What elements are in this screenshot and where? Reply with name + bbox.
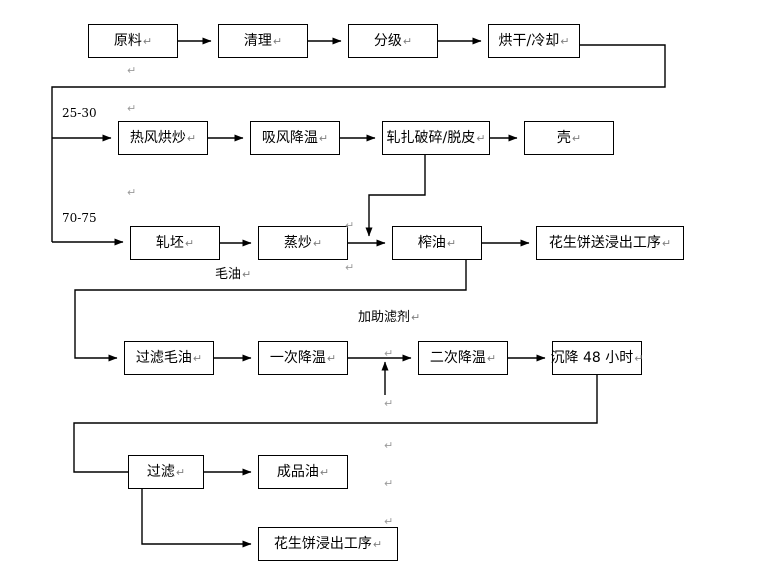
paragraph-mark-icon: ↵ [345, 261, 355, 274]
paragraph-mark-icon: ↵ [446, 236, 457, 250]
paragraph-mark-icon: ↵ [372, 537, 383, 551]
process-box-label: 过滤毛油 [135, 350, 192, 366]
paragraph-mark-icon: ↵ [186, 131, 197, 145]
process-box-press[interactable]: 榨油↵ [392, 226, 482, 260]
annotation-text: 毛油 [215, 267, 242, 282]
paragraph-mark-icon: ↵ [402, 34, 413, 48]
connector-crush-to-press [365, 155, 426, 237]
process-box-label: 花生饼送浸出工序 [548, 235, 661, 251]
process-box-label: 吸风降温 [261, 130, 318, 146]
process-box-label: 一次降温 [269, 350, 326, 366]
process-box-label: 二次降温 [429, 350, 486, 366]
paragraph-mark-icon: ↵ [476, 131, 486, 145]
process-box-label: 花生饼浸出工序 [273, 536, 372, 552]
process-box-aircool[interactable]: 吸风降温↵ [250, 121, 340, 155]
paragraph-mark-icon: ↵ [192, 351, 203, 365]
annotation-text: 25-30 [62, 106, 97, 120]
process-box-label: 蒸炒 [283, 235, 312, 251]
paragraph-mark-icon: ↵ [312, 236, 323, 250]
process-box-label: 轧坯 [155, 235, 184, 251]
paragraph-mark-icon: ↵ [486, 351, 497, 365]
process-box-settle[interactable]: 沉降 48 小时↵ [550, 341, 644, 375]
process-box-label: 榨油 [417, 235, 446, 251]
annotation-temp-25-30: 25-30 [62, 107, 97, 119]
process-box-grade[interactable]: 分级↵ [348, 24, 438, 58]
process-box-cool2[interactable]: 二次降温↵ [418, 341, 508, 375]
paragraph-mark-icon: ↵ [319, 465, 330, 479]
paragraph-mark-icon: ↵ [560, 34, 570, 48]
paragraph-mark-icon: ↵ [384, 347, 394, 360]
paragraph-mark-icon: ↵ [384, 439, 394, 452]
process-box-label: 烘干/冷却 [498, 33, 560, 49]
process-box-drycool[interactable]: 烘干/冷却↵ [488, 24, 580, 58]
process-box-label: 壳 [556, 130, 571, 146]
process-box-filter[interactable]: 过滤↵ [128, 455, 204, 489]
paragraph-mark-icon: ↵ [634, 351, 644, 365]
annotation-crude-oil: 毛油↵ [215, 268, 251, 281]
process-box-crush[interactable]: 轧扎破碎/脱皮↵ [382, 121, 490, 155]
process-box-label: 过滤 [146, 464, 175, 480]
paragraph-mark-icon: ↵ [175, 465, 186, 479]
process-box-label: 轧扎破碎/脱皮 [386, 130, 476, 146]
process-box-flake[interactable]: 轧坯↵ [130, 226, 220, 260]
paragraph-mark-icon: ↵ [318, 131, 329, 145]
paragraph-mark-icon: ↵ [127, 102, 137, 115]
annotation-text: 70-75 [62, 211, 97, 225]
paragraph-mark-icon: ↵ [384, 515, 394, 528]
connector-filter-to-cake [141, 489, 252, 548]
process-box-steamfry[interactable]: 蒸炒↵ [258, 226, 348, 260]
process-box-label: 分级 [373, 33, 402, 49]
process-box-clean[interactable]: 清理↵ [218, 24, 308, 58]
paragraph-mark-icon: ↵ [272, 34, 283, 48]
paragraph-mark-icon: ↵ [127, 64, 137, 77]
process-box-filtcrude[interactable]: 过滤毛油↵ [124, 341, 214, 375]
paragraph-mark-icon: ↵ [571, 131, 582, 145]
paragraph-mark-icon: ↵ [142, 34, 153, 48]
paragraph-mark-icon: ↵ [326, 351, 337, 365]
paragraph-mark-icon: ↵ [661, 236, 672, 250]
paragraph-mark-icon: ↵ [184, 236, 195, 250]
process-box-label: 成品油 [276, 464, 319, 480]
process-box-cake_送[interactable]: 花生饼送浸出工序↵ [536, 226, 684, 260]
process-box-shell[interactable]: 壳↵ [524, 121, 614, 155]
paragraph-mark-icon: ↵ [411, 311, 421, 324]
process-box-label: 沉降 48 小时 [550, 350, 634, 366]
annotation-text: 加助滤剂 [358, 310, 411, 325]
process-box-cake_浸[interactable]: 花生饼浸出工序↵ [258, 527, 398, 561]
process-box-label: 原料 [113, 33, 142, 49]
paragraph-mark-icon: ↵ [345, 219, 355, 232]
annotation-filter-aid: 加助滤剂↵ [358, 311, 420, 324]
process-box-product[interactable]: 成品油↵ [258, 455, 348, 489]
process-box-cool1[interactable]: 一次降温↵ [258, 341, 348, 375]
process-box-label: 热风烘炒 [129, 130, 186, 146]
process-box-label: 清理 [243, 33, 272, 49]
paragraph-mark-icon: ↵ [242, 268, 252, 281]
paragraph-mark-icon: ↵ [384, 397, 394, 410]
paragraph-mark-icon: ↵ [384, 477, 394, 490]
process-box-raw[interactable]: 原料↵ [88, 24, 178, 58]
process-box-hotroast[interactable]: 热风烘炒↵ [118, 121, 208, 155]
paragraph-mark-icon: ↵ [127, 186, 137, 199]
annotation-temp-70-75: 70-75 [62, 212, 97, 224]
